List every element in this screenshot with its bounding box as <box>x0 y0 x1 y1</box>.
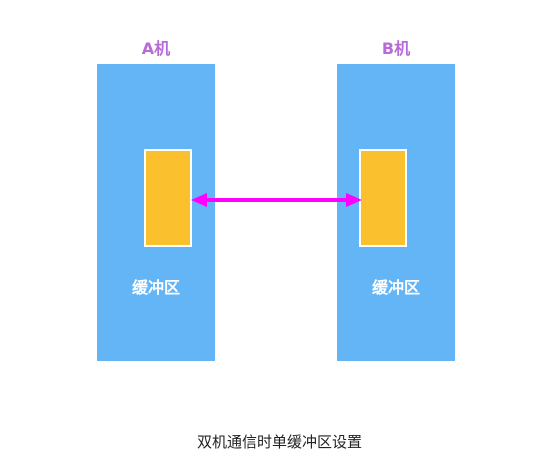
machine-a-buffer <box>144 149 192 247</box>
machine-b-label: B机 <box>381 39 411 58</box>
machine-a-label: A机 <box>141 39 171 58</box>
machine-b-buffer-label: 缓冲区 <box>371 278 420 297</box>
arrow-head-right <box>346 193 362 207</box>
diagram-caption: 双机通信时单缓冲区设置 <box>196 433 362 451</box>
arrow-head-left <box>191 193 207 207</box>
machine-b: 缓冲区 <box>337 64 455 361</box>
machine-a: 缓冲区 <box>97 64 215 361</box>
machine-b-buffer <box>359 149 407 247</box>
machine-a-buffer-label: 缓冲区 <box>131 278 180 297</box>
